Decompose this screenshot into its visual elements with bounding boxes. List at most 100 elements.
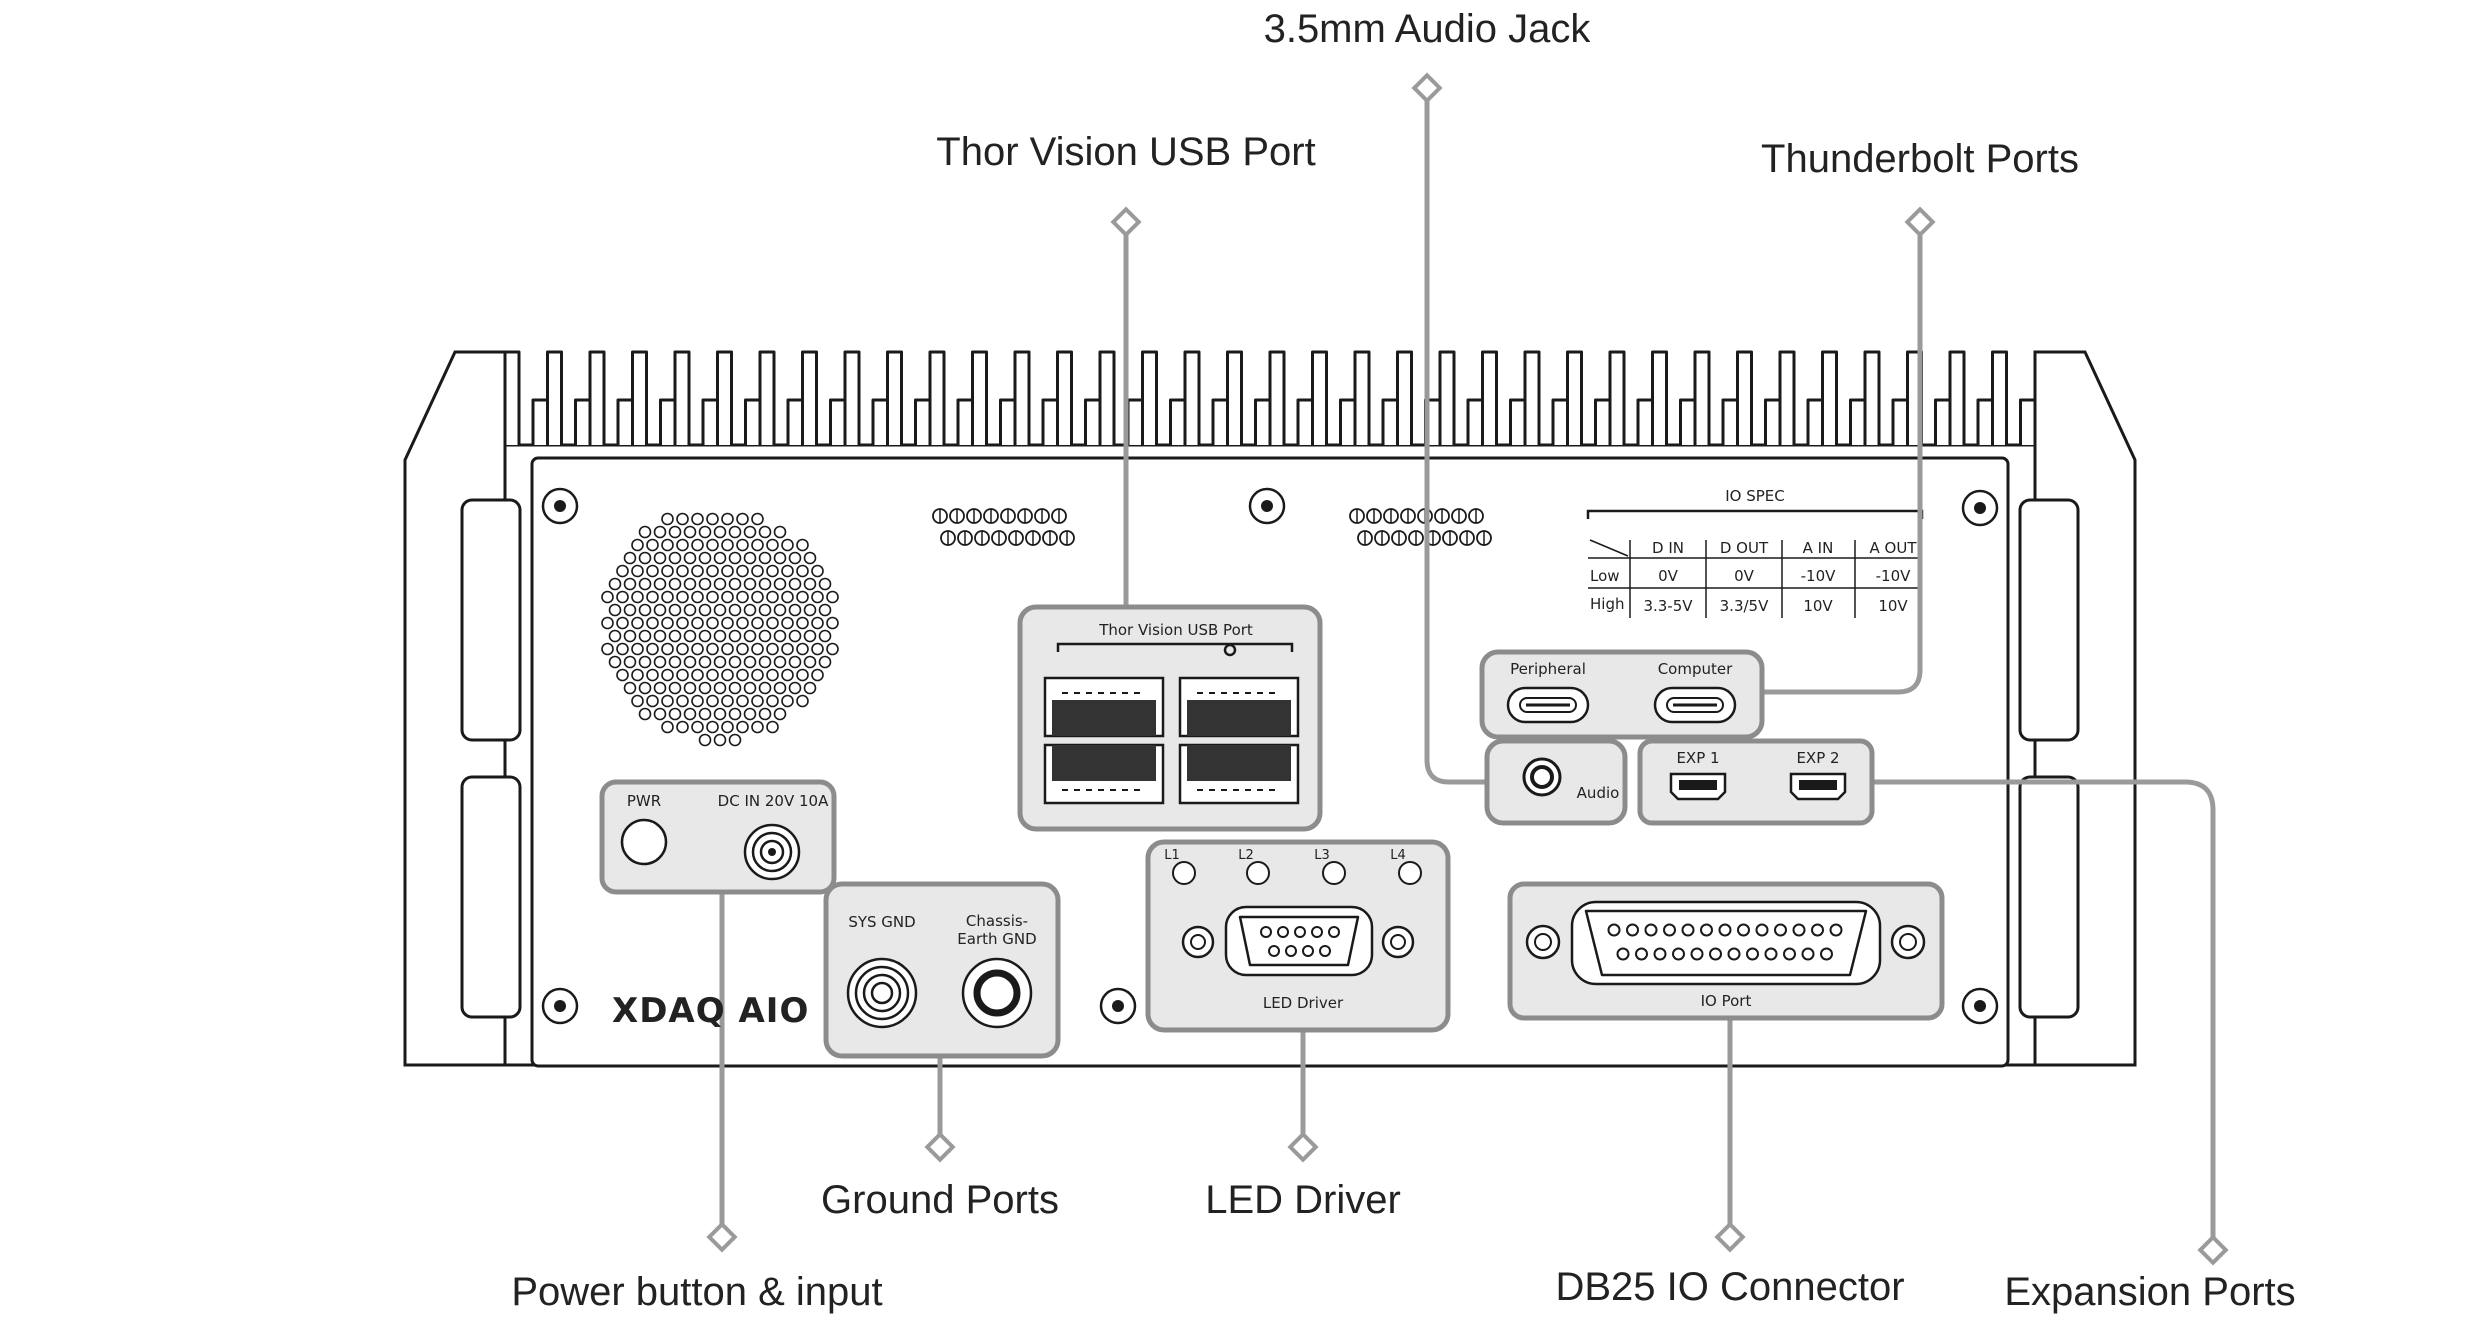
fan-grille-hole [616,616,629,630]
fan-grille-hole [766,668,779,682]
fan-grille-hole [781,564,794,578]
connector-pin [1607,923,1621,937]
usb-port-icon[interactable] [1178,676,1300,738]
fan-grille-hole [661,694,674,708]
fan-grille-hole [728,629,742,643]
fan-grille-hole [661,564,674,578]
usb-port-icon[interactable] [1043,743,1165,805]
io-spec-row-high-label: High [1590,595,1624,613]
io-spec-cell: 0V [1658,567,1679,585]
connector-pin [1653,947,1667,961]
diamond-marker [2197,1234,2229,1266]
audio-jack-icon[interactable] [1522,757,1562,797]
fan-grille-hole [706,564,719,578]
fan-grille-hole [601,590,614,604]
connector-pin [1811,923,1824,937]
fan-grille-hole [691,512,704,526]
fan-grille-hole [788,577,802,591]
fan-grille-hole [773,655,787,669]
fan-grille-hole [668,629,682,643]
fan-grille-hole [616,642,629,656]
fan-grille-hole [736,564,749,578]
fan-grille-hole [796,590,809,604]
hdmi-port-icon[interactable] [1789,772,1847,801]
fan-grille-hole [803,655,817,669]
fan-grille-hole [736,616,749,630]
vent-holes-right [1349,508,1492,546]
fan-grille-hole [743,681,757,695]
led-label-l1: L1 [1164,848,1180,863]
fan-grille [601,512,839,747]
fan-grille-hole [683,655,697,669]
connector-pin [1260,926,1272,938]
fan-grille-hole [691,590,704,604]
thunderbolt-port-icon[interactable] [1506,686,1590,724]
io-spec-cell: 0V [1734,567,1755,585]
fan-grille-hole [661,720,674,734]
thor-usb-panel-label: Thor Vision USB Port [1098,621,1253,639]
fan-grille-hole [608,603,622,617]
fan-grille-hole [676,694,689,708]
usb-port-icon[interactable] [1043,676,1165,738]
fan-grille-hole [706,668,719,682]
fan-grille-hole [638,655,652,669]
fan-grille-hole [788,629,802,643]
power-button[interactable] [620,818,668,866]
db25-connector-icon[interactable] [1525,900,1926,986]
fan-grille-hole [691,720,704,734]
fan-grille-hole [616,590,629,604]
screw-icon [1961,987,1999,1025]
fan-grille-hole [601,616,614,630]
led-indicator-icon [1322,861,1346,885]
fan-grille-hole [683,629,697,643]
fan-grille-hole [758,551,772,565]
fan-grille-hole [811,616,824,630]
fan-grille-hole [698,681,712,695]
fan-grille-hole [713,629,727,643]
fan-grille-hole [668,551,682,565]
dc-input-jack-icon[interactable] [743,823,801,881]
connector-pin [1746,947,1759,961]
fan-grille-hole [788,681,802,695]
fan-grille-hole [706,538,719,552]
fan-grille-hole [721,590,734,604]
connector-pin [1644,923,1658,937]
fan-grille-hole [676,668,689,682]
fan-grille-hole [826,616,839,630]
connector-pin [1635,947,1648,961]
screw-icon [1961,489,1999,527]
fan-grille-hole [751,668,764,682]
connector-pin [1737,923,1750,937]
sys-gnd-terminal-icon[interactable] [846,957,918,1029]
thunderbolt-port-icon[interactable] [1653,686,1737,724]
fan-grille-hole [691,538,704,552]
fan-grille-hole [743,525,757,539]
fan-grille-hole [713,603,727,617]
fan-grille-hole [646,642,659,656]
fan-grille-hole [668,525,682,539]
fan-grille-hole [743,551,757,565]
connector-pin [1616,947,1630,961]
chassis-gnd-terminal-icon[interactable] [961,957,1033,1029]
fan-grille-hole [616,668,629,682]
fan-grille-hole [661,512,674,526]
io-spec-title: IO SPEC [1725,487,1785,505]
fan-grille-hole [713,681,727,695]
leader-thunderbolt [1762,222,1923,695]
led-driver-connector-icon[interactable] [1181,905,1415,977]
fan-grille-hole [698,733,712,747]
io-spec-cell: 3.3/5V [1720,597,1769,615]
fan-grille-hole [698,655,712,669]
connector-pin [1672,947,1685,961]
fan-grille-hole [766,564,779,578]
fan-grille-hole [683,525,697,539]
fan-grille-hole [668,577,682,591]
hdmi-port-icon[interactable] [1669,772,1727,801]
usb-port-icon[interactable] [1178,743,1300,805]
fan-grille-hole [713,551,727,565]
fan-grille-hole [646,564,659,578]
fan-grille-hole [698,707,712,721]
fan-grille-hole [758,577,772,591]
connector-pin [1820,947,1833,961]
